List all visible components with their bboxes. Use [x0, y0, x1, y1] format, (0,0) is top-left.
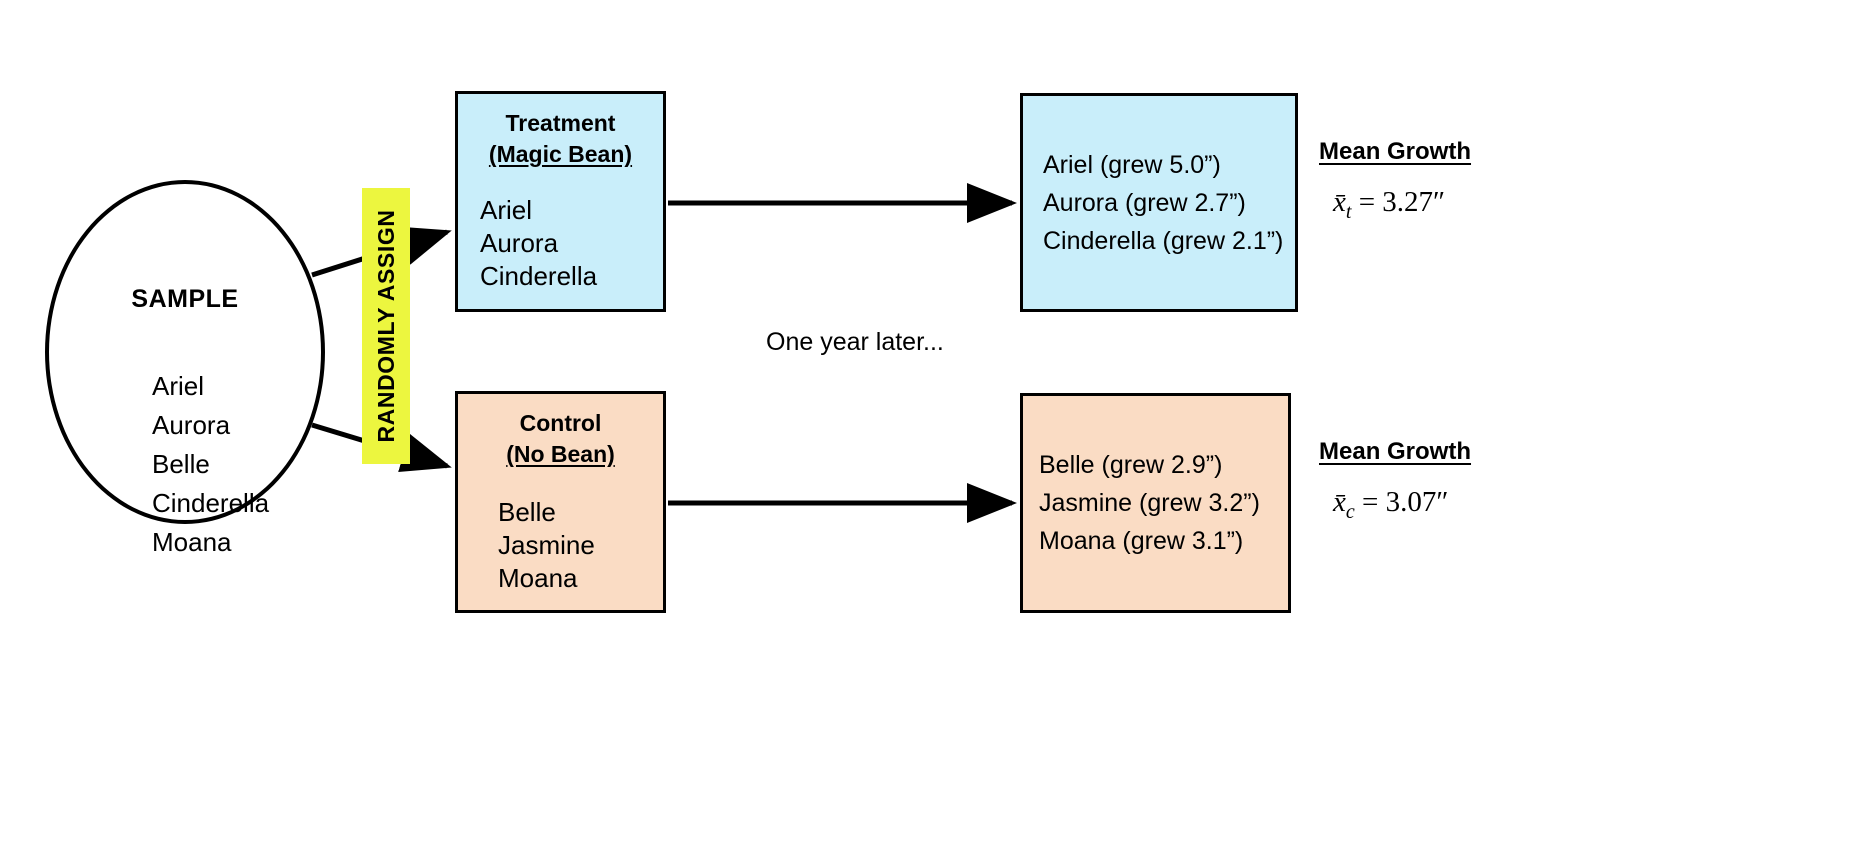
list-item: Ariel [152, 371, 205, 401]
list-item: Belle (grew 2.9”) [1039, 451, 1223, 479]
control-title-line1: Control [519, 410, 602, 436]
control-result-list: Belle (grew 2.9”) Jasmine (grew 3.2”) Mo… [1023, 446, 1260, 560]
list-item: Jasmine [498, 530, 595, 560]
list-item: Belle [498, 497, 556, 527]
list-item: Ariel [480, 195, 533, 225]
control-mean-block: Mean Growth x̄c = 3.07″ [1319, 438, 1471, 524]
control-mean-number: 3.07″ [1385, 486, 1449, 518]
control-group-box: Control (No Bean) Belle Jasmine Moana [455, 391, 666, 613]
control-title-line2: (No Bean) [506, 441, 615, 467]
list-item: Cinderella [480, 261, 598, 291]
list-item: Ariel (grew 5.0”) [1043, 150, 1221, 179]
xbar-subscript: c [1345, 500, 1355, 523]
sample-member-list: Ariel Aurora Belle Cinderella Moana [152, 367, 269, 562]
treatment-title-line2: (Magic Bean) [488, 141, 633, 167]
list-item: Belle [152, 449, 210, 479]
mean-growth-heading: Mean Growth [1319, 438, 1472, 465]
control-member-list: Belle Jasmine Moana [458, 470, 663, 595]
treatment-group-title: Treatment (Magic Bean) [458, 94, 663, 170]
control-result-box: Belle (grew 2.9”) Jasmine (grew 3.2”) Mo… [1020, 393, 1291, 613]
xbar-symbol: x̄ [1333, 486, 1346, 518]
list-item: Moana [498, 563, 578, 593]
treatment-result-box: Ariel (grew 5.0”) Aurora (grew 2.7”) Cin… [1020, 93, 1298, 312]
sample-ellipse [45, 180, 325, 524]
list-item: Moana [152, 527, 232, 557]
list-item: Cinderella [152, 488, 270, 518]
equals-sign: = [1362, 486, 1379, 518]
treatment-member-list: Ariel Aurora Cinderella [458, 170, 663, 293]
list-item: Moana (grew 3.1”) [1039, 527, 1244, 555]
list-item: Jasmine (grew 3.2”) [1039, 489, 1260, 517]
xbar-subscript: t [1345, 200, 1352, 223]
list-item: Aurora (grew 2.7”) [1043, 188, 1246, 217]
list-item: Cinderella (grew 2.1”) [1043, 226, 1284, 255]
treatment-group-box: Treatment (Magic Bean) Ariel Aurora Cind… [455, 91, 666, 312]
control-mean-value: x̄c = 3.07″ [1319, 486, 1471, 524]
treatment-result-list: Ariel (grew 5.0”) Aurora (grew 2.7”) Cin… [1023, 146, 1283, 260]
control-group-title: Control (No Bean) [458, 394, 663, 470]
list-item: Aurora [152, 410, 231, 440]
mean-growth-heading: Mean Growth [1319, 138, 1472, 165]
treatment-mean-block: Mean Growth x̄t = 3.27″ [1319, 138, 1471, 224]
one-year-later-caption: One year later... [766, 328, 944, 356]
equals-sign: = [1358, 186, 1376, 218]
xbar-symbol: x̄ [1333, 186, 1346, 218]
treatment-title-line1: Treatment [505, 110, 616, 136]
treatment-mean-value: x̄t = 3.27″ [1319, 186, 1471, 224]
list-item: Aurora [480, 228, 559, 258]
treatment-mean-number: 3.27″ [1382, 186, 1446, 218]
sample-title: SAMPLE [131, 285, 239, 313]
randomly-assign-label: RANDOMLY ASSIGN [362, 188, 410, 464]
